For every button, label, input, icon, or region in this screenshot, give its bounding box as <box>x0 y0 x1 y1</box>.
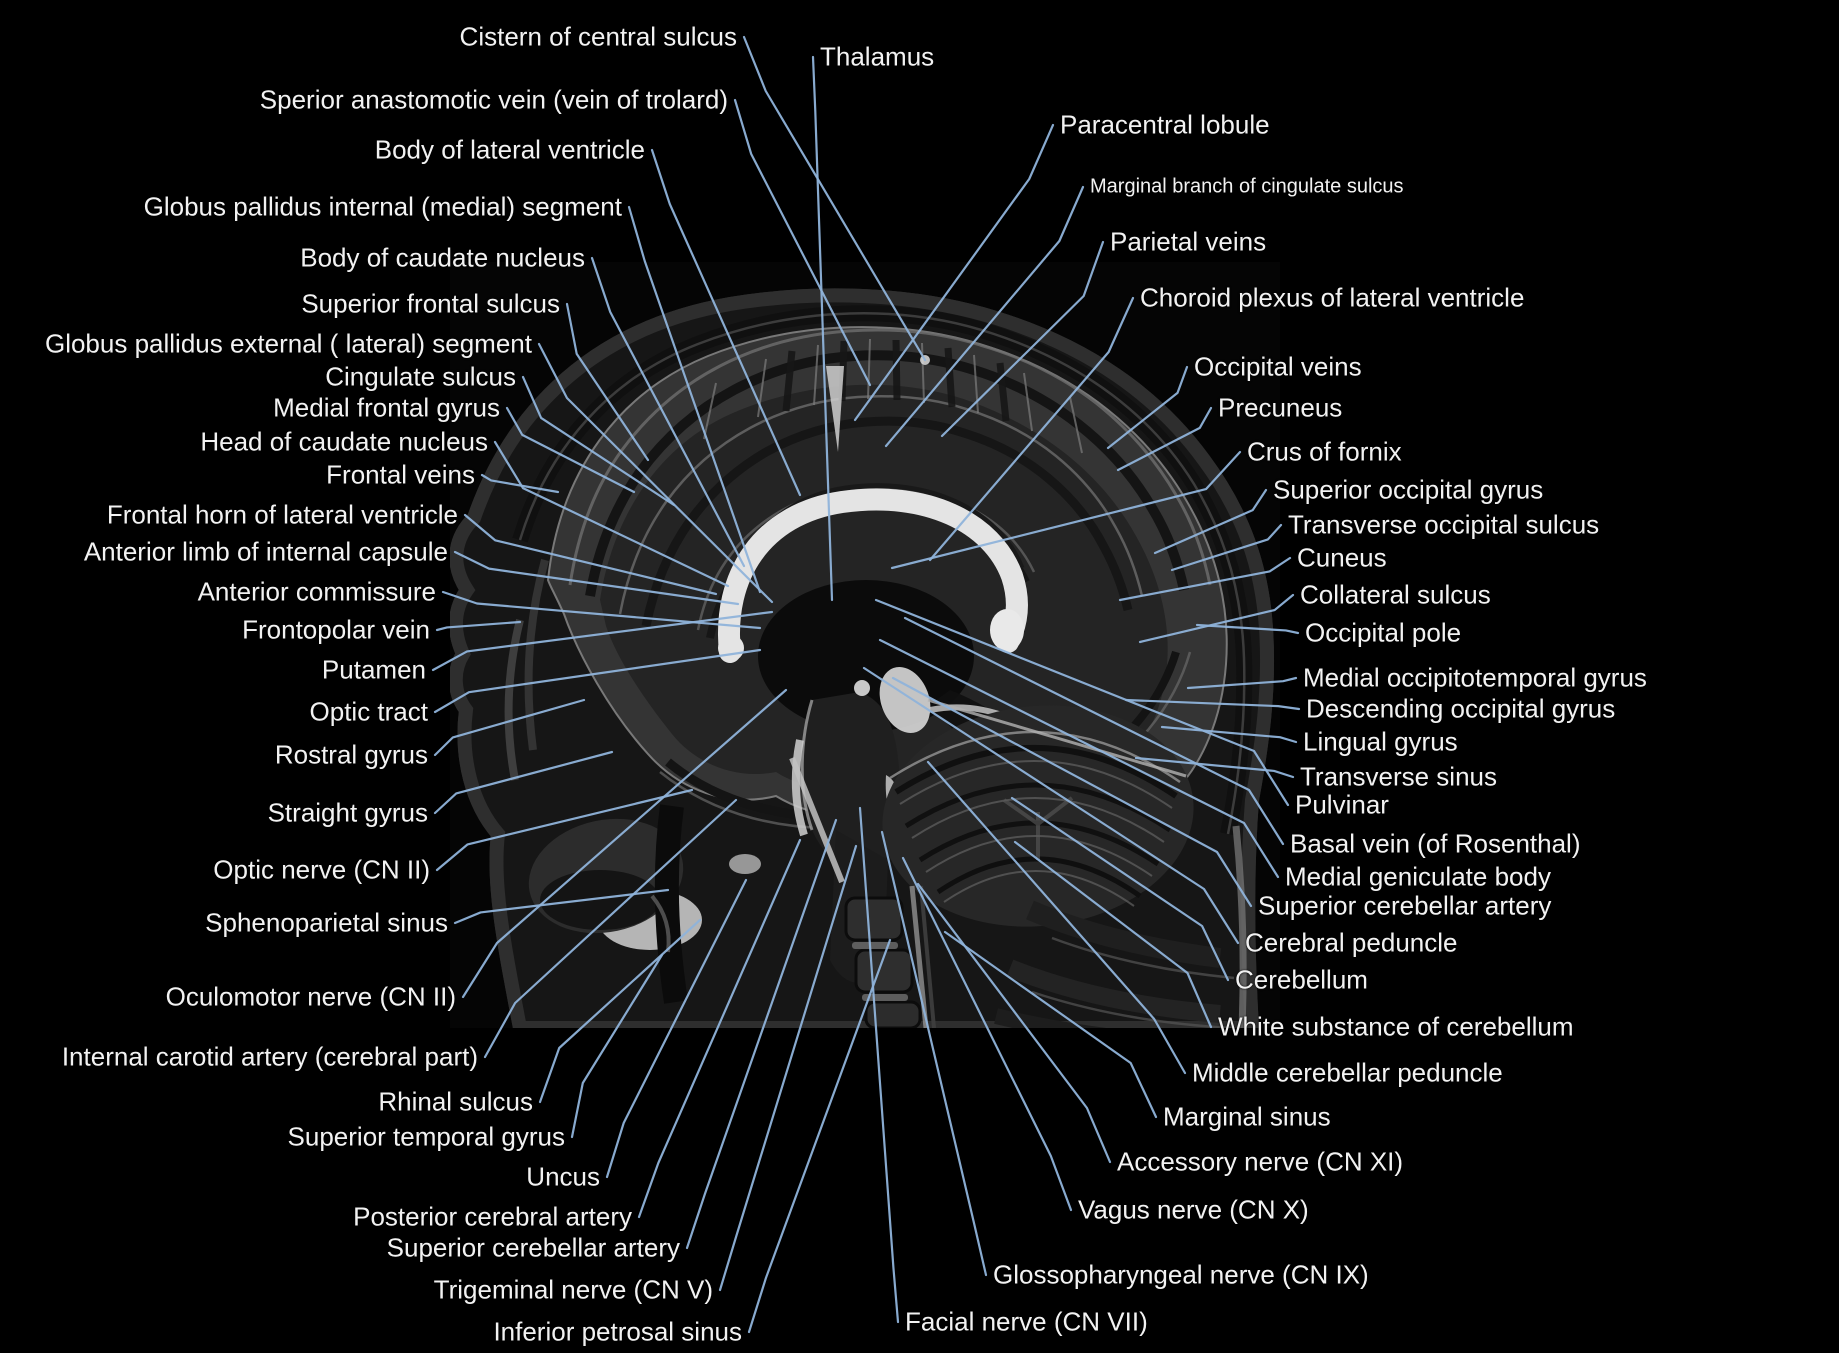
leader-line <box>441 590 762 630</box>
skull-base-and-face <box>504 558 845 1004</box>
leader-line <box>685 818 838 1250</box>
leader-line <box>901 856 1073 1212</box>
leader-line <box>463 513 718 596</box>
leader-line <box>435 788 694 872</box>
leader-line <box>453 888 670 925</box>
leader-line <box>742 35 927 362</box>
neck-muscles <box>994 825 1247 1028</box>
leader-line <box>862 666 1240 945</box>
corpus-callosum-bright-arc <box>718 488 1028 663</box>
leader-line <box>627 205 762 594</box>
callosal-splenium <box>990 609 1024 651</box>
leader-line <box>453 550 740 606</box>
leader-line <box>916 882 1112 1164</box>
leader-line <box>1124 698 1301 711</box>
leader-line <box>505 406 636 494</box>
leader-line <box>858 806 900 1324</box>
leader-line <box>928 296 1135 562</box>
leader-line <box>1106 365 1189 450</box>
leader-line <box>747 938 892 1334</box>
leader-line <box>1010 796 1230 982</box>
leader-line <box>433 750 614 815</box>
leader-line <box>537 342 774 604</box>
leader-line <box>733 98 872 387</box>
skull-inner-line <box>518 312 1246 835</box>
leader-line <box>940 240 1105 438</box>
leader-line <box>480 473 560 494</box>
leader-line <box>483 798 738 1059</box>
mri-sagittal-brain-image <box>450 262 1280 1028</box>
leader-line <box>1116 406 1213 472</box>
leader-lines-group <box>431 35 1301 1334</box>
callosal-genu <box>718 635 744 661</box>
leader-line <box>590 256 746 568</box>
leader-line <box>650 148 802 497</box>
leader-line <box>943 930 1158 1119</box>
leader-line <box>431 610 774 672</box>
leader-line <box>433 698 586 757</box>
leader-line <box>461 688 788 999</box>
leader-line <box>811 55 834 602</box>
leader-line <box>538 918 702 1104</box>
leader-line <box>570 953 664 1139</box>
leader-line <box>1153 488 1268 555</box>
leader-line <box>565 302 650 462</box>
leader-line <box>637 838 802 1219</box>
leader-line <box>1138 593 1295 644</box>
leader-line <box>493 440 730 588</box>
leader-line <box>890 450 1242 570</box>
leader-line <box>521 375 676 507</box>
leader-line <box>884 185 1085 448</box>
leader-line <box>435 620 522 632</box>
leader-line <box>1186 676 1298 690</box>
leader-line <box>718 844 858 1292</box>
leader-line <box>433 648 762 714</box>
tentorium-line <box>927 698 1187 778</box>
leader-line <box>1134 756 1295 779</box>
leader-line <box>1195 623 1300 635</box>
leader-line <box>1170 523 1283 572</box>
leader-line <box>880 830 988 1277</box>
leader-line <box>903 616 1285 846</box>
cervical-spine <box>844 885 936 1028</box>
leader-line <box>1118 556 1292 602</box>
interhemispheric-fissure <box>826 366 844 452</box>
leader-line <box>878 638 1280 879</box>
leader-line <box>874 598 1290 807</box>
leader-line <box>605 878 748 1179</box>
leader-line <box>891 676 1253 908</box>
leader-line <box>926 760 1187 1075</box>
leader-line <box>853 123 1055 422</box>
leader-line <box>1013 840 1213 1029</box>
